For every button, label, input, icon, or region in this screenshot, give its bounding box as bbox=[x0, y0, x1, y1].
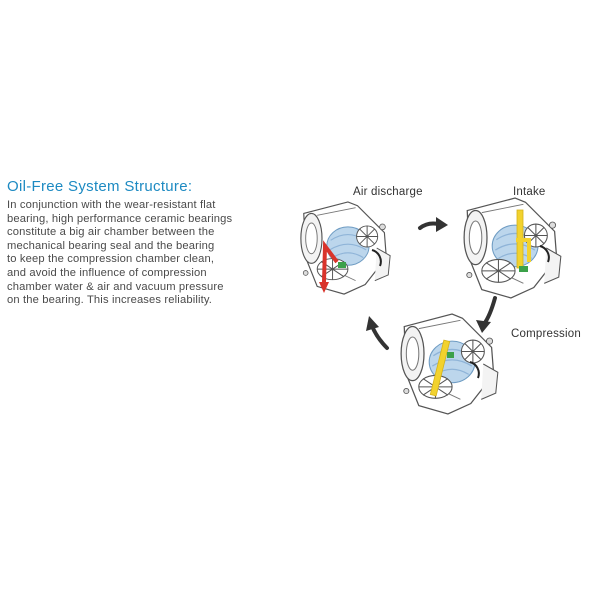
seal-indicator bbox=[519, 266, 528, 272]
stage-label-intake: Intake bbox=[513, 186, 546, 198]
rotation-indicator bbox=[539, 245, 550, 263]
section-description: In conjunction with the wear-resistant f… bbox=[7, 199, 279, 308]
seal-indicator bbox=[447, 352, 454, 358]
pump-intake bbox=[463, 197, 562, 299]
arrowhead-icon bbox=[366, 316, 379, 331]
rotation-indicator bbox=[469, 361, 480, 379]
description-line: to keep the compression chamber clean, bbox=[7, 253, 215, 266]
compression-flow-column bbox=[429, 339, 451, 397]
rotation-indicator bbox=[371, 249, 382, 267]
cycle-arrow-discharge-to-intake bbox=[418, 221, 440, 230]
description-line: bearing, high performance ceramic bearin… bbox=[7, 212, 233, 225]
pump-compression bbox=[400, 313, 499, 415]
description-line: chamber water & air and vacuum pressure bbox=[7, 280, 224, 293]
arrowhead-icon bbox=[436, 217, 448, 232]
discharge-arrow-head bbox=[319, 282, 329, 293]
description-line: and avoid the influence of compression bbox=[7, 266, 207, 279]
pump-air-discharge bbox=[300, 201, 391, 295]
discharge-flow-arrow bbox=[322, 240, 339, 283]
stage-label-air-discharge: Air discharge bbox=[353, 186, 423, 198]
arrowhead-icon bbox=[476, 320, 491, 333]
description-line: In conjunction with the wear-resistant f… bbox=[7, 199, 216, 211]
cycle-arrow-compression-to-discharge bbox=[370, 324, 389, 350]
stage-label-compression: Compression bbox=[511, 328, 581, 340]
intake-flow-path bbox=[516, 238, 531, 262]
description-line: mechanical bearing seal and the bearing bbox=[7, 239, 215, 252]
description-line: constitute a big air chamber between the bbox=[7, 226, 215, 239]
seal-indicator bbox=[338, 262, 346, 268]
section-title: Oil-Free System Structure: bbox=[7, 178, 193, 195]
description-line: on the bearing. This increases reliabili… bbox=[7, 294, 213, 307]
cycle-arrow-intake-to-compression bbox=[482, 296, 497, 326]
